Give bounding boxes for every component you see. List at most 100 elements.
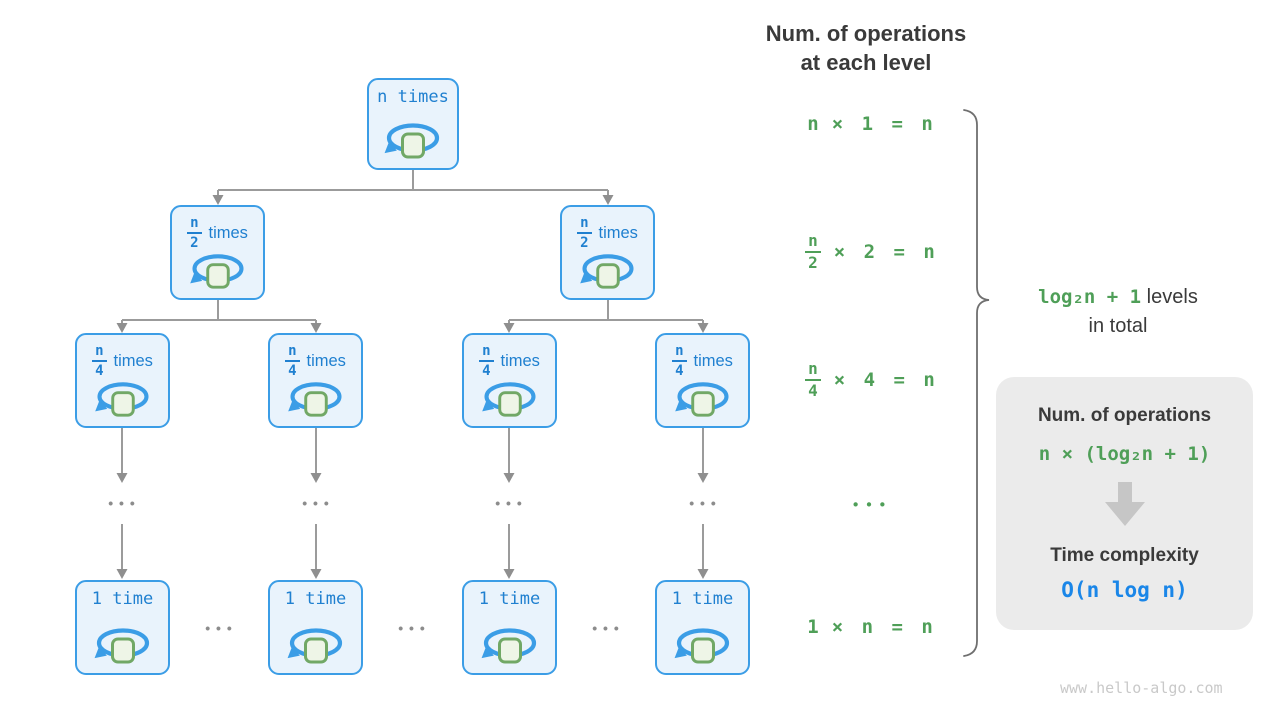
levels-suffix: levels bbox=[1141, 286, 1198, 308]
node-label: 1 time bbox=[284, 589, 347, 609]
tree-node-l4-1: 1 time bbox=[75, 580, 170, 675]
node-label-suffix: times bbox=[306, 351, 346, 370]
ops-rest: × n = n bbox=[831, 616, 933, 638]
fraction-denominator: 2 bbox=[808, 253, 818, 272]
ellipsis-horizontal-2: • • • bbox=[398, 620, 426, 636]
fraction-numerator: n bbox=[577, 216, 592, 234]
fraction-numerator: n bbox=[92, 344, 107, 362]
fraction-denominator: 2 bbox=[580, 235, 589, 251]
levels-formula: log₂n + 1 bbox=[1038, 286, 1142, 308]
ops-rest: × 4 = n bbox=[833, 369, 935, 391]
tree-node-l4-3: 1 time bbox=[462, 580, 557, 675]
tree-node-root: n times bbox=[367, 78, 459, 170]
loop-icon bbox=[94, 628, 149, 664]
loop-icon bbox=[481, 628, 536, 664]
loop-icon bbox=[674, 382, 729, 417]
loop-icon bbox=[674, 628, 729, 664]
ellipsis-vertical-2: • • • bbox=[302, 495, 330, 511]
ops-left: n bbox=[807, 113, 819, 135]
node-label-suffix: times bbox=[113, 351, 153, 370]
levels-note-line1: log₂n + 1 levels bbox=[1003, 283, 1233, 312]
fraction-numerator: n bbox=[479, 344, 494, 362]
fraction-numerator: n bbox=[672, 344, 687, 362]
node-label: 1 time bbox=[478, 589, 541, 609]
watermark: www.hello-algo.com bbox=[1060, 679, 1223, 697]
fraction-numerator: n bbox=[285, 344, 300, 362]
ops-left: 1 bbox=[807, 616, 819, 638]
loop-icon bbox=[287, 382, 342, 417]
connector-l3-l4 bbox=[121, 428, 704, 569]
levels-note: log₂n + 1 levels in total bbox=[1003, 283, 1233, 341]
operations-header-line1: Num. of operations bbox=[765, 21, 967, 46]
fraction-denominator: 4 bbox=[675, 363, 684, 379]
summary-box: Num. of operations n × (log₂n + 1) Time … bbox=[996, 377, 1253, 630]
node-label-suffix: times bbox=[598, 223, 638, 242]
fraction-denominator: 4 bbox=[288, 363, 297, 379]
connector-l2-l3-right bbox=[508, 300, 704, 324]
loop-icon bbox=[579, 254, 634, 289]
node-label: 1 time bbox=[671, 589, 734, 609]
fraction-numerator: n bbox=[187, 216, 202, 234]
node-label: 1 time bbox=[91, 589, 154, 609]
ops-rest: × 1 = n bbox=[831, 113, 933, 135]
ops-row-level1: n × 1 = n bbox=[770, 113, 970, 135]
ellipsis-vertical-4: • • • bbox=[689, 495, 717, 511]
levels-note-line2: in total bbox=[1088, 315, 1148, 337]
ops-row-ellipsis: • • • bbox=[852, 496, 888, 514]
node-label: n times bbox=[377, 87, 449, 107]
operations-header: Num. of operations at each level bbox=[741, 20, 991, 77]
tree-node-l4-2: 1 time bbox=[268, 580, 363, 675]
ellipsis-horizontal-1: • • • bbox=[205, 620, 233, 636]
connector-l2-l3-left bbox=[121, 300, 317, 324]
fraction-denominator: 4 bbox=[482, 363, 491, 379]
fraction-numerator: n bbox=[805, 361, 821, 381]
operations-header-line2: at each level bbox=[800, 49, 932, 75]
summary-title-complexity: Time complexity bbox=[1050, 545, 1199, 566]
fraction-numerator: n bbox=[805, 233, 821, 253]
connector-l1-l2 bbox=[217, 170, 609, 196]
fraction-denominator: 4 bbox=[808, 381, 818, 400]
summary-formula-operations: n × (log₂n + 1) bbox=[1038, 443, 1211, 465]
fraction-denominator: 2 bbox=[190, 235, 199, 251]
loop-icon bbox=[287, 628, 342, 664]
node-label-suffix: times bbox=[693, 351, 733, 370]
ops-rest: × 2 = n bbox=[833, 241, 935, 263]
fraction-denominator: 4 bbox=[95, 363, 104, 379]
summary-formula-complexity: O(n log n) bbox=[1061, 578, 1188, 602]
loop-icon bbox=[189, 254, 244, 289]
node-label-suffix: times bbox=[208, 223, 248, 242]
ops-row-level-last: 1 × n = n bbox=[770, 616, 970, 638]
ellipsis-vertical-1: • • • bbox=[108, 495, 136, 511]
summary-title-operations: Num. of operations bbox=[1037, 405, 1212, 426]
down-arrow-icon bbox=[1104, 482, 1145, 526]
node-label-suffix: times bbox=[500, 351, 540, 370]
loop-icon bbox=[481, 382, 536, 417]
loop-icon bbox=[94, 382, 149, 417]
loop-icon bbox=[384, 123, 440, 159]
ellipsis-vertical-3: • • • bbox=[495, 495, 523, 511]
tree-node-l4-4: 1 time bbox=[655, 580, 750, 675]
ellipsis-horizontal-3: • • • bbox=[592, 620, 620, 636]
